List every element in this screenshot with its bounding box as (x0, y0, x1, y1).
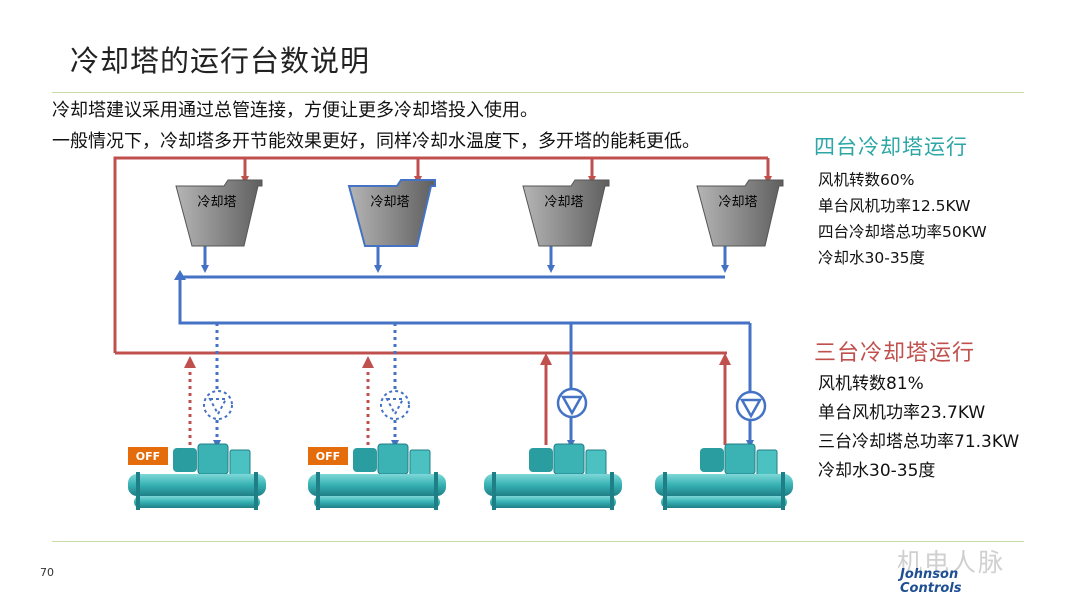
brand-word: Johnson (900, 567, 959, 582)
off-badge: OFF (128, 447, 168, 465)
cooling-tower: 冷却塔 (175, 179, 263, 247)
intro-line-1: 冷却塔建议采用通过总管连接，方便让更多冷却塔投入使用。 (52, 100, 538, 121)
tower-outlet-arrows (174, 246, 729, 280)
cooling-tower: 冷却塔 (522, 179, 610, 247)
chiller-branch-on (540, 323, 588, 448)
cooling-tower: 冷却塔 (347, 179, 436, 247)
chiller-unit (484, 443, 622, 510)
stat-line: 三台冷却塔总功率71.3KW (818, 432, 1020, 452)
stat-line: 单台风机功率23.7KW (818, 403, 986, 423)
chiller-unit (308, 443, 446, 510)
svg-text:OFF: OFF (316, 450, 340, 463)
off-badge: OFF (308, 447, 348, 465)
four-towers-stats: 风机转数60% 单台风机功率12.5KW 四台冷却塔总功率50KW 冷却水30-… (818, 167, 987, 271)
stat-line: 风机转数81% (818, 374, 924, 394)
watermark: 机电人脉 (897, 548, 1006, 577)
stat-line: 冷却水30-35度 (818, 461, 936, 481)
svg-text:OFF: OFF (136, 450, 160, 463)
chiller-branch-off (362, 323, 410, 448)
svg-text:冷却塔: 冷却塔 (718, 195, 757, 210)
stat-line: 四台冷却塔总功率50KW (818, 223, 987, 241)
tower-inlet-arrows (241, 158, 772, 184)
svg-text:冷却塔: 冷却塔 (197, 195, 236, 210)
brand-word: Controls (900, 581, 962, 596)
stat-line: 单台风机功率12.5KW (818, 197, 971, 215)
chiller-unit (128, 443, 266, 510)
cooling-tower: 冷却塔 (696, 179, 784, 247)
chiller-branch-off (184, 323, 233, 448)
svg-text:冷却塔: 冷却塔 (370, 195, 409, 210)
three-towers-title: 三台冷却塔运行 (814, 341, 976, 366)
stat-line: 风机转数60% (818, 171, 915, 189)
stat-line: 冷却水30-35度 (818, 249, 926, 267)
cold-water-header (178, 275, 750, 325)
brand-logo: Johnson Controls (900, 568, 961, 596)
intro-line-2: 一般情况下，冷却塔多开节能效果更好，同样冷却水温度下，多开塔的能耗更低。 (52, 131, 700, 152)
footer-divider (52, 541, 1024, 542)
svg-text:冷却塔: 冷却塔 (544, 195, 583, 210)
chiller-unit (655, 443, 793, 510)
three-towers-stats: 风机转数81% 单台风机功率23.7KW 三台冷却塔总功率71.3KW 冷却水3… (818, 370, 1019, 486)
page-title: 冷却塔的运行台数说明 (70, 44, 371, 78)
page-number: 70 (40, 566, 54, 579)
four-towers-title: 四台冷却塔运行 (814, 135, 968, 159)
chiller-branch-on (719, 323, 767, 448)
title-divider (52, 92, 1024, 93)
